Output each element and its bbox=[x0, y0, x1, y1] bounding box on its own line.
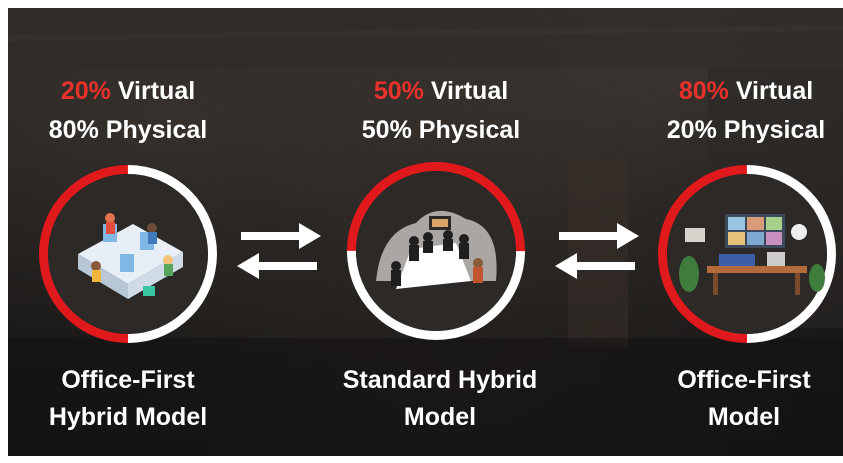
exchange-arrows-icon bbox=[555, 223, 639, 279]
video-call-desk-illustration bbox=[667, 174, 827, 334]
column-3-label-line-1: Office-First bbox=[677, 366, 811, 394]
column-2-virtual-word: Virtual bbox=[423, 77, 509, 105]
meeting-room-illustration bbox=[356, 171, 516, 331]
column-1-model-label: Office-First Hybrid Model bbox=[8, 362, 258, 436]
column-2-virtual-percent: 50% bbox=[373, 77, 424, 105]
column-1-label-line-2: Hybrid Model bbox=[48, 403, 208, 431]
column-2-physical-line: 50% Physical bbox=[361, 116, 521, 144]
column-1-label-line-1: Office-First bbox=[61, 366, 195, 394]
column-2-virtual-line: 50% Virtual bbox=[321, 72, 561, 110]
column-3-virtual-word: Virtual bbox=[728, 77, 814, 105]
column-2-label-line-1: Standard Hybrid bbox=[342, 366, 538, 394]
column-1-physical-line: 80% Physical bbox=[48, 116, 208, 144]
background-office-photo bbox=[8, 8, 843, 456]
column-1-virtual-percent: 20% bbox=[60, 77, 111, 105]
column-3-model-label: Office-First Model bbox=[614, 362, 843, 436]
cubicle-office-illustration bbox=[48, 174, 208, 334]
exchange-arrows-icon bbox=[237, 223, 321, 279]
column-3-label-line-2: Model bbox=[707, 403, 781, 431]
column-1-virtual-line: 20% Virtual bbox=[8, 72, 248, 110]
column-3-virtual-percent: 80% bbox=[678, 77, 729, 105]
column-3-physical-line: 20% Physical bbox=[666, 116, 826, 144]
column-2-label-line-2: Model bbox=[403, 403, 477, 431]
column-2-model-label: Standard Hybrid Model bbox=[310, 362, 570, 436]
column-3-virtual-line: 80% Virtual bbox=[626, 72, 843, 110]
infographic-frame: 20% Virtual 80% Physical Office-First Hy… bbox=[8, 8, 843, 456]
column-1-virtual-word: Virtual bbox=[110, 77, 196, 105]
